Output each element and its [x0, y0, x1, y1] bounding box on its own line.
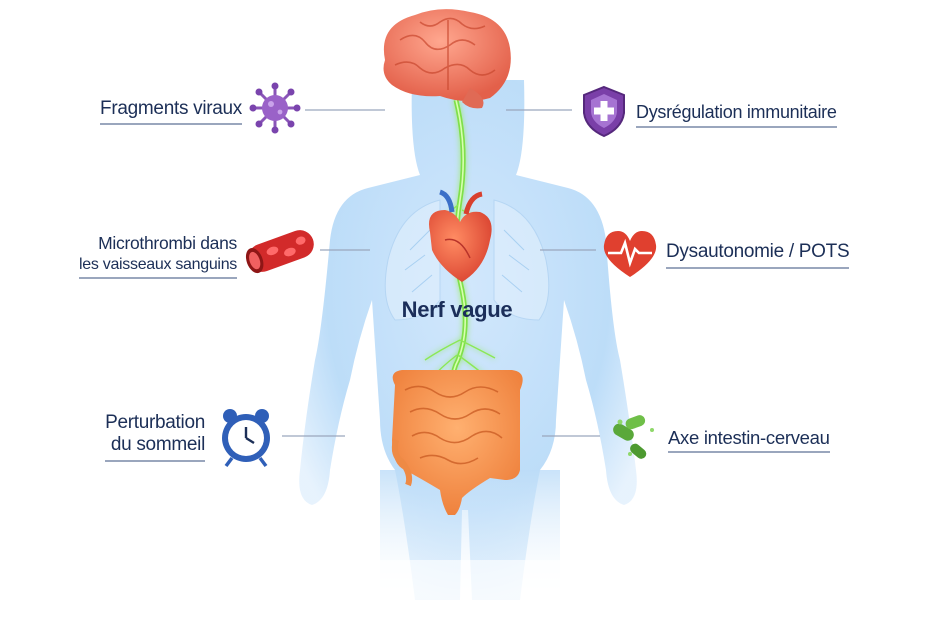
label-line: les vaisseaux sanguins: [79, 256, 237, 273]
heart: [429, 189, 492, 282]
label-line: du sommeil: [110, 434, 205, 455]
connector-lines: [282, 109, 600, 437]
heart-pulse-icon: [603, 231, 657, 277]
blood-vessel-icon: [245, 230, 314, 274]
label-line: Axe intestin-cerveau: [668, 427, 830, 448]
intestines: [391, 370, 523, 515]
label-viral-fragments: Fragments viraux: [100, 98, 242, 125]
label-line: Dysrégulation immunitaire: [636, 102, 837, 122]
label-immune-dysregulation: Dysrégulation immunitaire: [636, 101, 837, 128]
label-line: Dysautonomie / POTS: [666, 241, 850, 262]
shield-cross-icon: [583, 85, 625, 138]
label-line: Microthrombi dans: [98, 233, 237, 253]
bacteria-icon: [613, 415, 654, 459]
virus-icon: [249, 82, 301, 134]
label-microthrombi: Microthrombi dans les vaisseaux sanguins: [79, 232, 237, 279]
vagus-nerve-label: Nerf vague: [401, 297, 513, 322]
body-silhouette: [299, 80, 645, 630]
alarm-clock-icon: [222, 409, 270, 468]
label-line: Fragments viraux: [100, 98, 242, 119]
label-line: Perturbation: [105, 412, 205, 433]
lungs: [384, 199, 550, 321]
label-sleep-disruption: Perturbation du sommeil: [105, 412, 205, 462]
label-gut-brain-axis: Axe intestin-cerveau: [668, 427, 830, 453]
label-dysautonomia: Dysautonomie / POTS: [666, 241, 850, 269]
brain: [383, 9, 511, 109]
